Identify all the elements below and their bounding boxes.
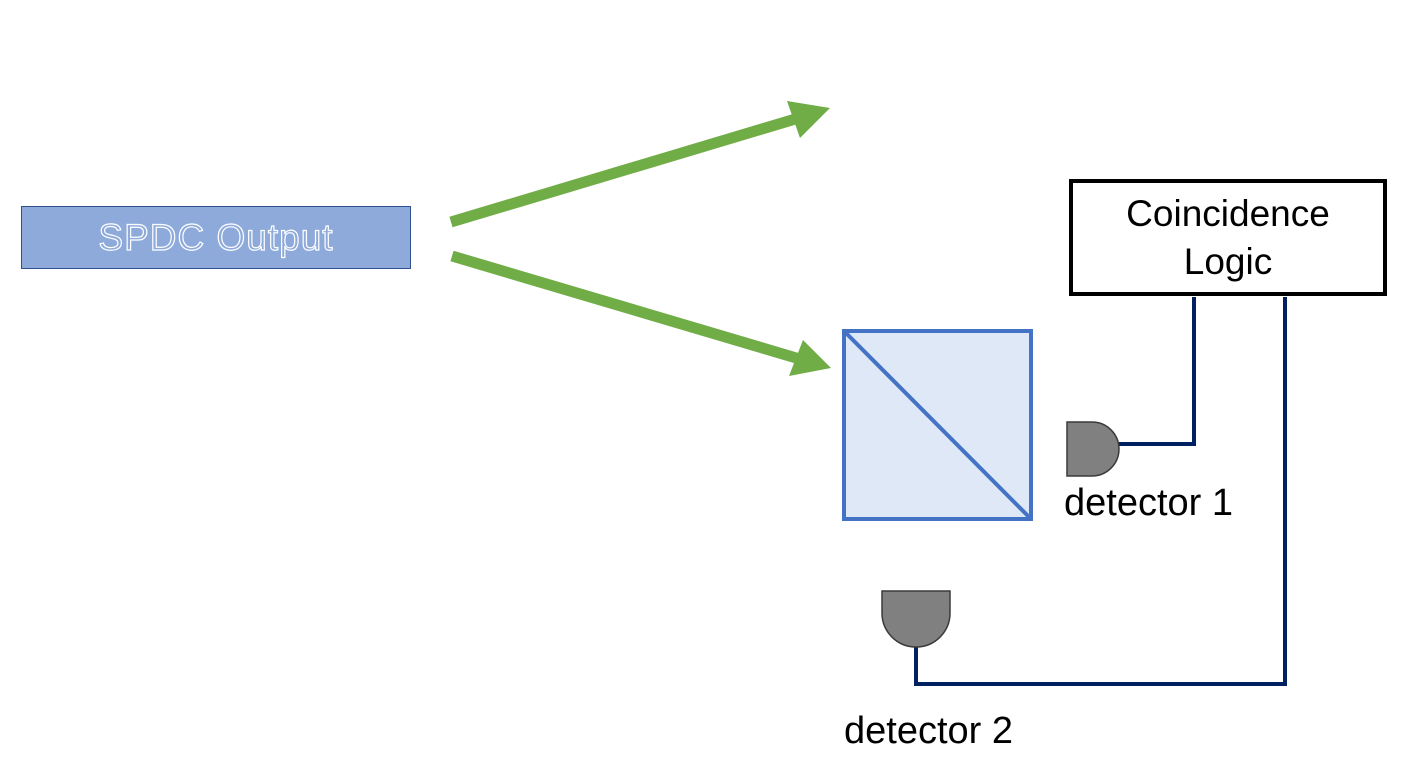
beam-splitter-diagonal bbox=[842, 329, 1033, 521]
detector-2-label: detector 2 bbox=[844, 710, 1013, 752]
upper-beam-arrow bbox=[449, 101, 830, 228]
lower-beam-arrowhead bbox=[789, 340, 831, 376]
wire-logic-to-detector-2 bbox=[914, 297, 1287, 686]
spdc-output-label: SPDC Output bbox=[98, 216, 334, 258]
detector-2-icon bbox=[881, 590, 951, 648]
coincidence-logic-label: Coincidence Logic bbox=[1126, 192, 1330, 282]
detector-1-icon bbox=[1066, 421, 1120, 477]
wire-logic-to-detector-1 bbox=[1119, 297, 1196, 446]
detector-1-label: detector 1 bbox=[1064, 482, 1233, 524]
lower-beam-arrow bbox=[450, 250, 831, 376]
coincidence-logic-box: Coincidence Logic bbox=[1069, 179, 1387, 296]
lower-beam-shaft bbox=[450, 250, 805, 366]
upper-beam-shaft bbox=[449, 111, 804, 228]
beam-splitter bbox=[842, 329, 1033, 521]
upper-beam-arrowhead bbox=[787, 101, 830, 138]
spdc-output-box: SPDC Output bbox=[21, 206, 411, 269]
